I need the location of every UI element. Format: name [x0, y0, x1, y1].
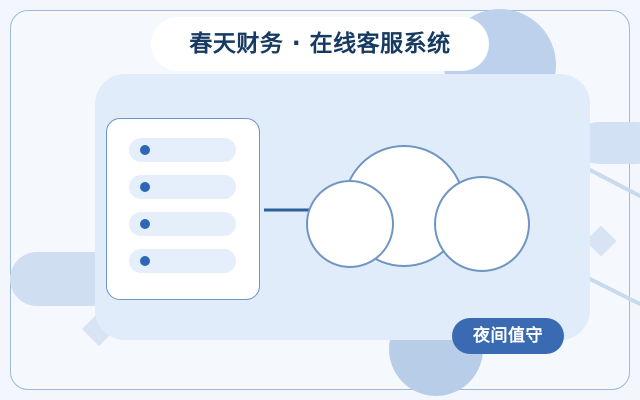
list-item: [129, 138, 236, 162]
cloud-icon: [264, 145, 530, 272]
cloud-right-circle: [434, 176, 530, 272]
bullet-icon: [140, 182, 150, 192]
list-card: [106, 118, 260, 300]
list-item: [129, 175, 236, 199]
bullet-icon: [140, 219, 150, 229]
bullet-icon: [140, 145, 150, 155]
list-item: [129, 249, 236, 273]
page-title: 春天财务 · 在线客服系统: [189, 31, 451, 57]
cloud-left-circle: [306, 180, 394, 268]
title-pill: 春天财务 · 在线客服系统: [152, 18, 488, 70]
list-item: [129, 212, 236, 236]
status-badge: 夜间值守: [452, 318, 564, 354]
bullet-icon: [140, 256, 150, 266]
